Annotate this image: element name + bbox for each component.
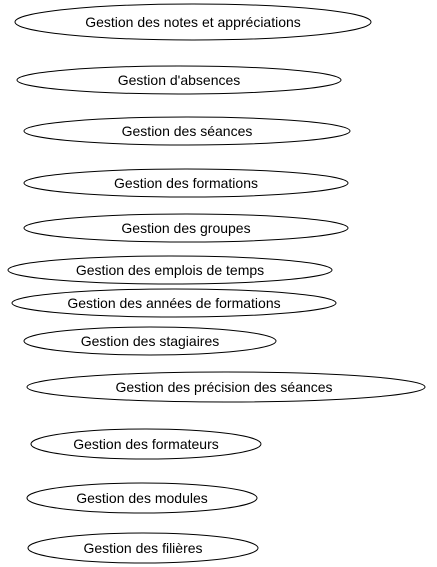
use-case-label: Gestion des modules [76,490,208,506]
use-case-ellipse [16,65,342,95]
use-case-ellipse [11,288,337,318]
use-case-label: Gestion des précision des séances [115,379,332,395]
use-case-ellipse [23,168,349,198]
use-case-label: Gestion des filières [83,540,202,556]
use-case-ellipse [26,371,426,403]
use-case-notes: Gestion des notes et appréciations [14,3,372,41]
use-case-label: Gestion des formations [114,175,258,191]
use-case-absences: Gestion d'absences [16,65,342,95]
use-case-formateurs: Gestion des formateurs [30,428,262,460]
use-case-ellipse [14,3,372,41]
use-case-label: Gestion des années de formations [67,295,280,311]
use-case-label: Gestion des stagiaires [81,333,220,349]
use-case-groupes: Gestion des groupes [23,213,349,243]
use-case-ellipse [7,255,333,285]
use-case-label: Gestion des séances [122,123,253,139]
use-case-ellipse [23,116,351,146]
use-case-label: Gestion des groupes [121,220,250,236]
use-case-formations: Gestion des formations [23,168,349,198]
use-case-ellipse [30,428,262,460]
use-case-label: Gestion d'absences [118,72,241,88]
use-case-label: Gestion des notes et appréciations [85,14,301,30]
use-case-ellipse [23,326,277,356]
use-case-filieres: Gestion des filières [27,532,259,564]
use-case-seances: Gestion des séances [23,116,351,146]
use-case-ellipse [26,482,258,514]
use-case-ellipse [27,532,259,564]
use-case-ellipse [23,213,349,243]
use-case-precision-seances: Gestion des précision des séances [26,371,426,403]
use-case-stagiaires: Gestion des stagiaires [23,326,277,356]
use-case-label: Gestion des formateurs [73,436,219,452]
use-case-modules: Gestion des modules [26,482,258,514]
use-case-annees-formations: Gestion des années de formations [11,288,337,318]
use-case-label: Gestion des emplois de temps [76,262,264,278]
use-case-emplois-du-temps: Gestion des emplois de temps [7,255,333,285]
